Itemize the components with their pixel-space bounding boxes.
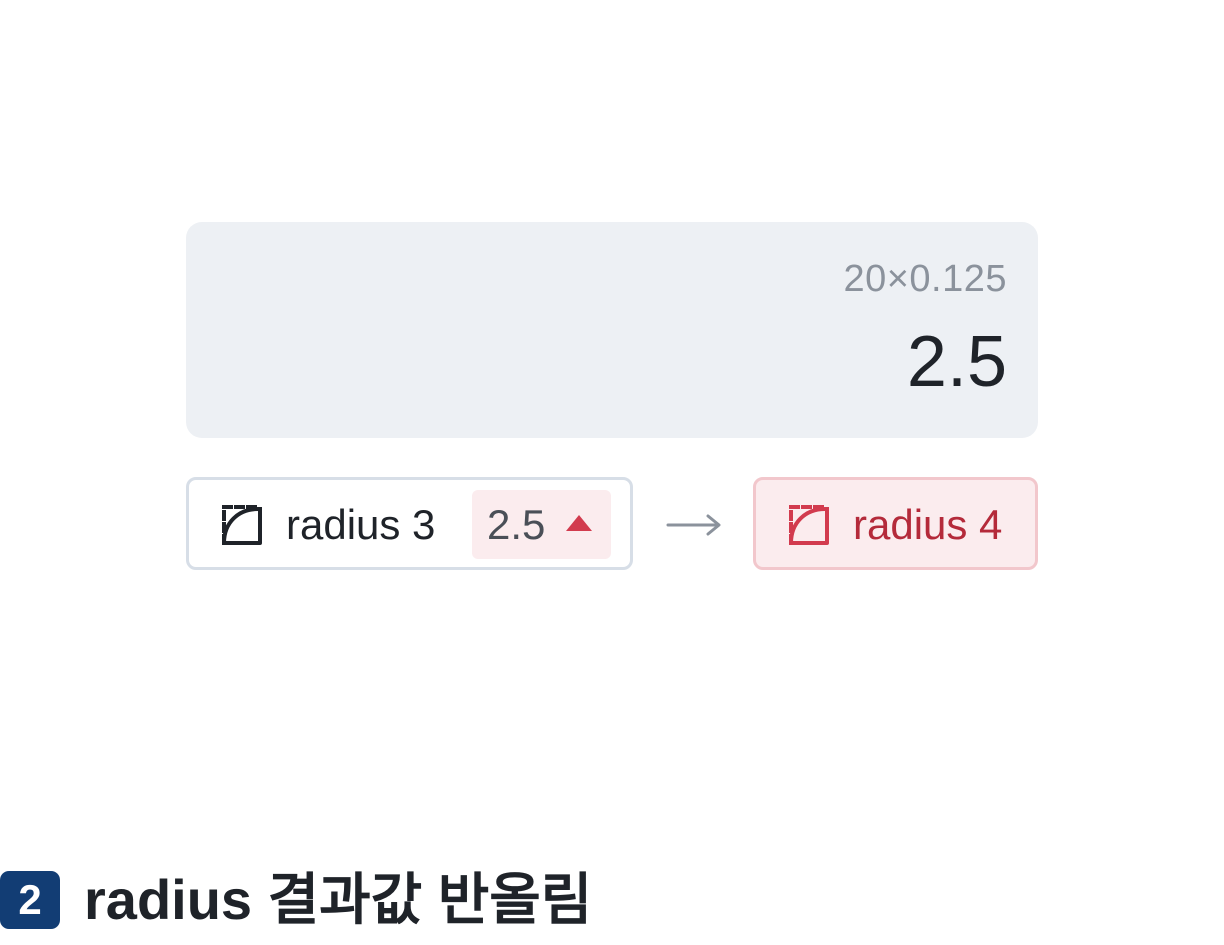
current-radius-chip[interactable]: radius 3 2.5 bbox=[186, 477, 633, 570]
up-triangle-icon bbox=[566, 515, 592, 531]
right-arrow-icon bbox=[666, 514, 721, 536]
corner-radius-icon bbox=[222, 505, 262, 545]
computed-value-pill: 2.5 bbox=[472, 490, 611, 559]
corner-radius-icon bbox=[789, 505, 829, 545]
computed-value: 2.5 bbox=[487, 501, 546, 548]
result-value: 2.5 bbox=[906, 322, 1007, 402]
current-radius-label: radius 3 bbox=[286, 501, 436, 548]
next-radius-chip[interactable]: radius 4 bbox=[753, 477, 1038, 570]
section-number-badge: 2 bbox=[0, 871, 60, 929]
section-title: radius 결과값 반올림 bbox=[84, 868, 593, 931]
next-radius-label: radius 4 bbox=[853, 501, 1003, 548]
formula-text: 20×0.125 bbox=[843, 258, 1007, 300]
calculation-display: 20×0.125 2.5 bbox=[186, 222, 1038, 438]
